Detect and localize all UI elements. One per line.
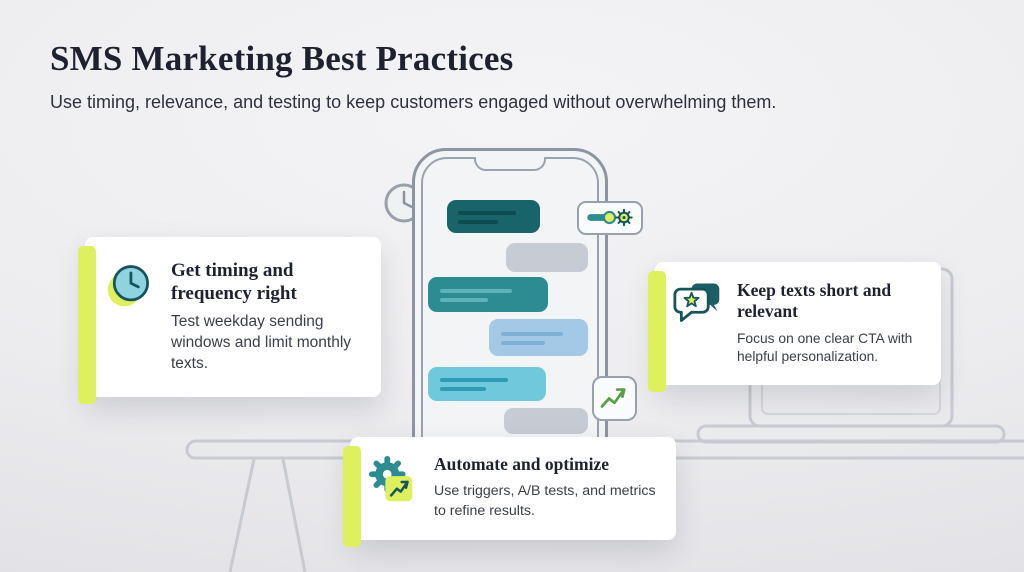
laptop-base-outline <box>696 424 1006 444</box>
message-line <box>501 341 545 345</box>
gear-glyph <box>615 208 633 227</box>
phone-notch <box>474 157 546 171</box>
header: SMS Marketing Best Practices Use timing,… <box>50 39 777 113</box>
card-text: Keep texts short and relevant Focus on o… <box>737 280 923 367</box>
chat-bubble <box>428 277 548 312</box>
card-title: Keep texts short and relevant <box>737 280 892 322</box>
desk-leg-left <box>228 458 256 572</box>
chat-bubble <box>504 408 588 434</box>
page-title: SMS Marketing Best Practices <box>50 39 514 78</box>
clock-icon <box>105 259 155 318</box>
desk-top-line <box>185 439 1024 460</box>
chat-bubble <box>506 243 588 272</box>
card-text: Automate and optimize Use triggers, A/B … <box>434 454 658 521</box>
message-line <box>440 298 488 302</box>
message-line <box>501 332 563 336</box>
slider-knob <box>602 210 617 225</box>
card-title: Automate and optimize <box>434 454 609 474</box>
card-automate: Automate and optimize Use triggers, A/B … <box>343 437 676 547</box>
card-timing: Get timing and frequency right Test week… <box>78 237 381 405</box>
message-line <box>458 220 498 224</box>
clock-badge-hands <box>402 190 414 209</box>
card-body: Test weekday sending windows and limit m… <box>171 313 352 373</box>
desk-leg-right <box>281 458 307 572</box>
message-line <box>440 289 512 293</box>
message-line <box>458 211 516 215</box>
card-title: Get timing and frequency right <box>171 260 297 305</box>
chat-bubble <box>428 367 546 401</box>
line-chart-badge <box>592 376 637 421</box>
message-line <box>440 378 508 382</box>
gear-chart-icon <box>368 454 420 513</box>
chat-bubble <box>489 319 588 356</box>
page-subtitle: Use timing, relevance, and testing to ke… <box>50 91 777 112</box>
message-line <box>440 387 486 391</box>
slider-gear-badge-icon <box>587 208 633 227</box>
card-text: Get timing and frequency right Test week… <box>171 259 361 375</box>
card-body: Use triggers, A/B tests, and metrics to … <box>434 483 656 519</box>
chat-star-icon <box>673 280 723 331</box>
card-short-relevant: Keep texts short and relevant Focus on o… <box>648 262 941 392</box>
card-body: Focus on one clear CTA with helpful pers… <box>737 330 913 365</box>
line-chart-badge-icon <box>600 388 626 408</box>
chat-bubble <box>447 200 540 233</box>
slider-gear-badge <box>577 201 643 235</box>
